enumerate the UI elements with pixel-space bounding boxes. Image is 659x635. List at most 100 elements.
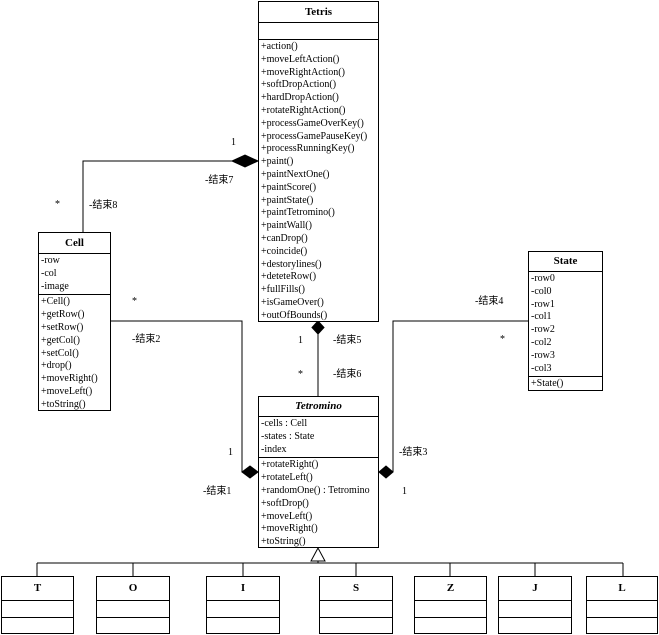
class-tetromino-method-item: +toString()	[261, 536, 306, 548]
class-tetromino-attribute-item: -states : State	[261, 430, 315, 442]
class-s-name: S	[320, 577, 392, 601]
class-cell-attribute-item: -image	[41, 280, 69, 292]
class-cell-methods: +Cell()+getRow()+setRow()+getCol()+setCo…	[39, 295, 110, 412]
label-end8: -结束8	[89, 200, 118, 211]
class-state-attribute-item: -col1	[531, 311, 552, 323]
class-state-attribute-item: -col2	[531, 336, 552, 348]
label-end6-mult: *	[298, 369, 303, 380]
class-tetris-method-item: +hardDropAction()	[261, 92, 339, 104]
label-end1: -结束1	[203, 486, 232, 497]
class-cell-method-item: +getCol()	[41, 334, 80, 346]
class-tetromino-method-item: +moveRight()	[261, 523, 318, 535]
class-tetris-method-item: +paintScore()	[261, 181, 317, 193]
class-tetris-method-item: +processGamePauseKey()	[261, 130, 368, 142]
composition-diamond-tetromino-left	[241, 465, 259, 479]
class-tetromino-method-item: +randomOne() : Tetromino	[261, 484, 370, 496]
class-tetromino-attributes: -cells : Cell-states : State-index	[259, 417, 378, 459]
class-tetromino: Tetromino -cells : Cell-states : State-i…	[258, 396, 379, 548]
class-state-attribute-item: -row0	[531, 273, 555, 284]
class-i-name: I	[207, 577, 279, 601]
class-s: S	[319, 576, 393, 634]
class-tetris-method-item: +moveLeftAction()	[261, 53, 340, 65]
label-end2-mult: *	[132, 296, 137, 307]
class-tetromino-name: Tetromino	[259, 397, 378, 417]
cell-tetromino-link	[111, 320, 243, 472]
class-tetromino-attribute-item: -cells : Cell	[261, 418, 308, 429]
label-end5: -结束5	[333, 335, 362, 346]
class-tetris-method-item: +moveRightAction()	[261, 66, 345, 78]
class-t-name: T	[2, 577, 73, 601]
class-cell-attribute-item: -row	[41, 255, 60, 266]
class-cell-attributes: -row-col-image	[39, 254, 110, 296]
class-cell-name: Cell	[39, 233, 110, 254]
class-state-attribute-item: -row2	[531, 324, 555, 336]
class-tetris-method-item: +paint()	[261, 156, 294, 168]
state-tetromino-link	[392, 320, 528, 472]
cell-tetris-link	[82, 160, 232, 232]
class-cell: Cell -row-col-image +Cell()+getRow()+set…	[38, 232, 111, 411]
class-tetromino-method-item: +rotateLeft()	[261, 472, 313, 484]
class-cell-method-item: +drop()	[41, 360, 72, 372]
class-cell-attribute-item: -col	[41, 267, 57, 279]
class-tetromino-method-item: +softDrop()	[261, 497, 309, 509]
class-tetris-method-item: +isGameOver()	[261, 296, 324, 308]
class-state-attribute-item: -col3	[531, 362, 552, 374]
class-tetris-method-item: +outOfBounds()	[261, 309, 328, 321]
class-j-name: J	[499, 577, 571, 601]
class-t: T	[1, 576, 74, 634]
class-tetris-name: Tetris	[259, 2, 378, 23]
class-l-name: L	[587, 577, 657, 601]
class-tetris-attributes	[259, 23, 378, 40]
class-tetromino-methods: +rotateRight()+rotateLeft()+randomOne() …	[259, 458, 378, 550]
class-i: I	[206, 576, 280, 634]
class-cell-method-item: +toString()	[41, 398, 86, 410]
class-cell-method-item: +getRow()	[41, 309, 85, 321]
class-j: J	[498, 576, 572, 634]
class-tetris-method-item: +paintState()	[261, 194, 314, 206]
label-end7-mult: 1	[231, 137, 236, 148]
generalization-triangle	[310, 546, 326, 562]
class-tetris-method-item: +processRunningKey()	[261, 143, 355, 155]
class-state-attribute-item: -row3	[531, 349, 555, 361]
class-cell-method-item: +moveLeft()	[41, 385, 93, 397]
class-cell-method-item: +Cell()	[41, 296, 70, 308]
class-tetris-method-item: +paintWall()	[261, 220, 312, 232]
class-tetris-method-item: +fullFills()	[261, 284, 305, 296]
class-tetris-methods: +action()+moveLeftAction()+moveRightActi…	[259, 40, 378, 324]
class-tetris-method-item: +destorylines()	[261, 258, 322, 270]
composition-diamond-tetris-left	[230, 154, 260, 168]
class-state-methods: +State()	[529, 377, 602, 392]
class-state-attributes: -row0-col0-row1-col1-row2-col2-row3-col3	[529, 272, 602, 378]
label-end5-mult: 1	[298, 335, 303, 346]
label-end2: -结束2	[132, 334, 161, 345]
class-o-name: O	[97, 577, 169, 601]
class-tetris-method-item: +deteteRow()	[261, 271, 317, 283]
label-end7: -结束7	[205, 175, 234, 186]
class-tetris-method-item: +coincide()	[261, 245, 308, 257]
class-z-name: Z	[415, 577, 486, 601]
class-tetris-method-item: +softDropAction()	[261, 79, 337, 91]
class-tetris-method-item: +processGameOverKey()	[261, 117, 364, 129]
label-end4-mult: *	[500, 334, 505, 345]
class-cell-method-item: +setRow()	[41, 321, 84, 333]
class-o: O	[96, 576, 170, 634]
class-state: State -row0-col0-row1-col1-row2-col2-row…	[528, 251, 603, 391]
composition-diamond-tetris-bottom	[311, 320, 325, 335]
class-tetris-method-item: +paintNextOne()	[261, 168, 330, 180]
label-end3: -结束3	[399, 447, 428, 458]
class-tetris-method-item: +action()	[261, 41, 298, 52]
class-tetris-method-item: +canDrop()	[261, 232, 308, 244]
label-end8-mult: *	[55, 199, 60, 210]
class-tetris: Tetris +action()+moveLeftAction()+moveRi…	[258, 1, 379, 322]
class-state-attribute-item: -col0	[531, 285, 552, 297]
composition-diamond-tetromino-right	[378, 465, 394, 479]
class-cell-method-item: +moveRight()	[41, 373, 98, 385]
class-state-attribute-item: -row1	[531, 298, 555, 310]
class-state-name: State	[529, 252, 602, 272]
class-tetromino-method-item: +rotateRight()	[261, 459, 319, 471]
class-tetromino-attribute-item: -index	[261, 443, 287, 455]
class-z: Z	[414, 576, 487, 634]
class-tetris-method-item: +paintTetromino()	[261, 207, 335, 219]
label-end6: -结束6	[333, 369, 362, 380]
